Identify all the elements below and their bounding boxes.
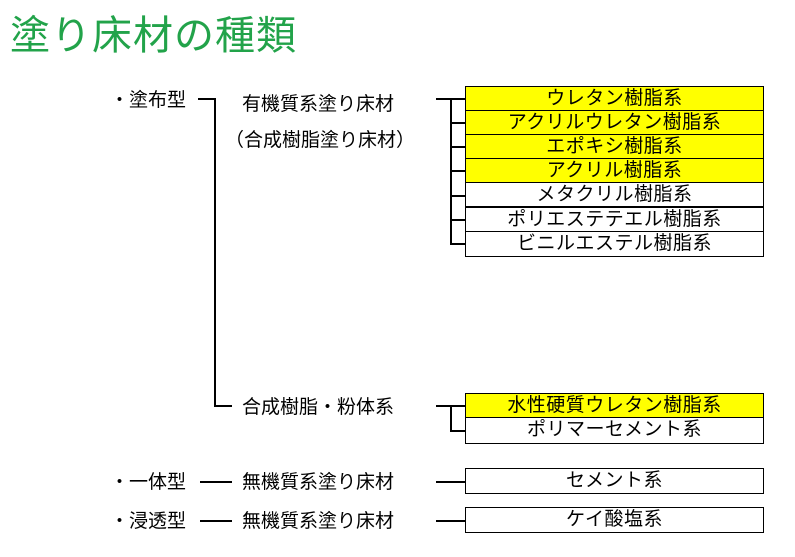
connector-line	[436, 520, 466, 522]
connector-line	[214, 98, 216, 406]
connector-line	[450, 195, 466, 197]
connector-line	[200, 520, 232, 522]
material-box: メタクリル樹脂系	[465, 182, 764, 207]
connector-line	[198, 98, 216, 100]
organic-material-label: 有機質系塗り床材	[242, 93, 395, 115]
connector-line	[450, 170, 466, 172]
connector-line	[436, 481, 466, 483]
material-box: ポリマーセメント系	[465, 417, 764, 444]
material-box: アクリル樹脂系	[465, 158, 764, 183]
synthetic-resin-label: （合成樹脂塗り床材）	[225, 129, 416, 151]
material-box: ポリエステテエル樹脂系	[465, 207, 764, 232]
coating-type-label: ・塗布型	[110, 89, 187, 111]
integral-type-label: ・一体型	[110, 471, 187, 493]
connector-line	[450, 122, 466, 124]
connector-line	[450, 430, 466, 432]
connector-line	[450, 219, 466, 221]
material-box: アクリルウレタン樹脂系	[465, 110, 764, 135]
connector-line	[200, 481, 232, 483]
material-box: エポキシ樹脂系	[465, 134, 764, 159]
connector-line	[450, 243, 466, 245]
material-box: ケイ酸塩系	[465, 507, 764, 533]
material-box: 水性硬質ウレタン樹脂系	[465, 393, 764, 418]
material-box: ウレタン樹脂系	[465, 86, 764, 111]
connector-line	[450, 405, 452, 431]
penetrating-inorganic-label: 無機質系塗り床材	[242, 510, 395, 532]
integral-inorganic-label: 無機質系塗り床材	[242, 471, 395, 493]
connector-line	[214, 405, 232, 407]
page-title: 塗り床材の種類	[10, 13, 297, 59]
material-box: ビニルエステル樹脂系	[465, 231, 764, 257]
connector-line	[450, 146, 466, 148]
material-box: セメント系	[465, 468, 764, 494]
penetrating-type-label: ・浸透型	[110, 510, 187, 532]
resin-powder-label: 合成樹脂・粉体系	[242, 396, 395, 418]
